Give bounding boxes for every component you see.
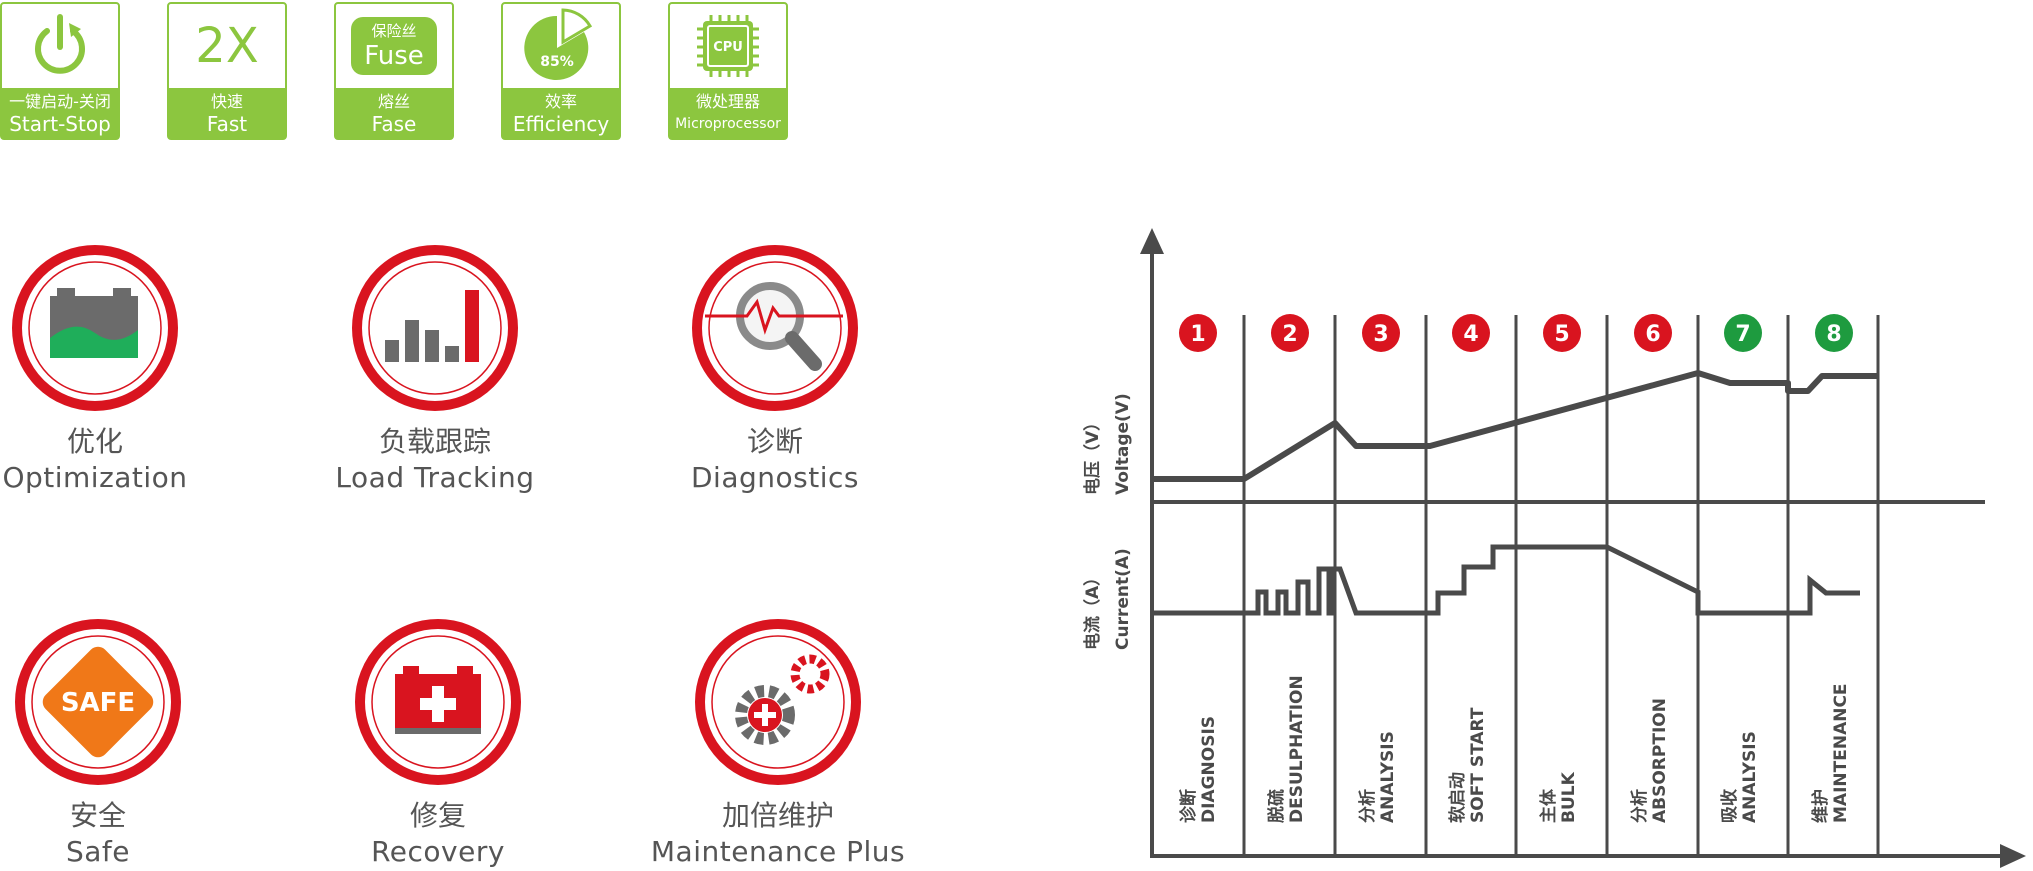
- fuse-icon-text-en: Fuse: [364, 41, 424, 71]
- stage-label-cn: 软启动: [1447, 772, 1468, 823]
- current-curve: [1152, 544, 1860, 616]
- feature-label-cn: 修复: [409, 799, 466, 832]
- stage-label-en: MAINTENANCE: [1831, 683, 1851, 823]
- stage-number-7: 7: [1724, 314, 1762, 352]
- bar-chart-icon: [352, 245, 518, 411]
- badge-label-en: Start-Stop: [9, 112, 111, 136]
- stage-number-3: 3: [1362, 314, 1400, 352]
- stage-number-6: 6: [1634, 314, 1672, 352]
- svg-text:3: 3: [1373, 322, 1388, 347]
- svg-text:5: 5: [1554, 322, 1569, 347]
- svg-text:8: 8: [1826, 322, 1841, 347]
- stage-label-en: BULK: [1559, 771, 1579, 823]
- feature-label-en: Diagnostics: [691, 461, 859, 494]
- voltage-label-cn: 电压（V）: [1082, 414, 1103, 495]
- svg-text:4: 4: [1463, 322, 1478, 347]
- stage-label-en: DESULPHATION: [1287, 675, 1307, 823]
- feature-label-cn: 负载跟踪: [378, 425, 491, 458]
- svg-text:1: 1: [1190, 322, 1205, 347]
- current-label-cn: 电流（A）: [1082, 569, 1103, 650]
- svg-text:2: 2: [1282, 322, 1297, 347]
- stage-label-en: ANALYSIS: [1740, 731, 1760, 823]
- cpu-icon: CPU: [697, 15, 759, 77]
- horizontal-axis-arrow: [2000, 844, 2026, 868]
- feature-label-cn: 诊断: [746, 425, 803, 458]
- safe-diamond-text: SAFE: [61, 688, 135, 718]
- feature-label-en: Load Tracking: [335, 461, 535, 494]
- stage-number-2: 2: [1271, 314, 1309, 352]
- badge-label-cn: 快速: [210, 92, 243, 111]
- badge-label-cn: 一键启动-关闭: [9, 92, 111, 111]
- cpu-icon-text: CPU: [713, 40, 743, 55]
- svg-text:7: 7: [1735, 322, 1750, 347]
- magnifier-pulse-icon: [692, 245, 858, 411]
- safe-diamond-icon: SAFE: [15, 619, 181, 785]
- feature-label-en: Maintenance Plus: [650, 835, 906, 868]
- fuse-icon-text-cn: 保险丝: [371, 22, 417, 40]
- charging-stages-diagram: 电压（V） Voltage(V) 电流（A） Current(A) 1 2 3 …: [1082, 228, 2026, 868]
- feature-label-en: Safe: [65, 835, 130, 868]
- battery-optimization-icon: [12, 245, 178, 411]
- feature-safe: SAFE 安全 Safe: [0, 612, 248, 870]
- feature-maintenance-plus: 加倍维护 Maintenance Plus: [628, 612, 928, 870]
- battery-plus-icon: [355, 619, 521, 785]
- svg-text:6: 6: [1645, 322, 1660, 347]
- stage-number-5: 5: [1543, 314, 1581, 352]
- stage-label-cn: 维护: [1810, 789, 1831, 823]
- stage-number-4: 4: [1452, 314, 1490, 352]
- fuse-icon: 保险丝 Fuse: [351, 17, 437, 75]
- feature-optimization: 优化 Optimization: [0, 238, 245, 496]
- badge-label-cn: 微处理器: [695, 92, 760, 111]
- badge-label-en: Microprocessor: [675, 116, 781, 132]
- stage-label-cn: 诊断: [1178, 789, 1199, 823]
- badge-label-cn: 熔丝: [377, 92, 410, 111]
- stage-label-cn: 分析: [1629, 789, 1650, 823]
- stage-label-en: DIAGNOSIS: [1199, 716, 1219, 823]
- feature-label-cn: 优化: [66, 425, 123, 458]
- voltage-curve: [1152, 370, 1878, 482]
- stage-number-1: 1: [1179, 314, 1217, 352]
- badge-label-en: Fase: [371, 112, 417, 136]
- stage-label-en: SOFT START: [1468, 707, 1488, 823]
- speed-2x-icon: 2X: [195, 18, 259, 74]
- efficiency-pie-text: 85%: [540, 54, 574, 70]
- feature-load-tracking: 负载跟踪 Load Tracking: [285, 238, 585, 496]
- feature-label-en: Optimization: [2, 461, 188, 494]
- stage-label-en: ABSORPTION: [1650, 698, 1670, 823]
- stage-dividers: [1242, 315, 1880, 856]
- feature-recovery: 修复 Recovery: [288, 612, 588, 870]
- stage-number-8: 8: [1815, 314, 1853, 352]
- feature-diagnostics: 诊断 Diagnostics: [625, 238, 925, 496]
- feature-label-cn: 安全: [69, 799, 126, 832]
- stage-label-cn: 分析: [1357, 789, 1378, 823]
- gears-plus-icon: [695, 619, 861, 785]
- voltage-label-en: Voltage(V): [1113, 393, 1133, 495]
- power-icon: [35, 14, 85, 74]
- badge-label-en: Efficiency: [512, 112, 610, 136]
- stage-label-cn: 主体: [1538, 788, 1559, 823]
- stage-label-en: ANALYSIS: [1378, 731, 1398, 823]
- vertical-axis-arrow: [1140, 228, 1164, 254]
- feature-label-en: Recovery: [371, 835, 505, 868]
- current-label-en: Current(A): [1113, 548, 1133, 650]
- badge-microprocessor: CPU 微处理器 Microprocessor: [668, 2, 788, 140]
- efficiency-pie-icon: 85%: [524, 8, 593, 80]
- stage-label-cn: 脱硫: [1266, 789, 1287, 823]
- feature-label-cn: 加倍维护: [721, 799, 834, 832]
- badge-label-cn: 效率: [544, 92, 577, 111]
- stage-label-cn: 吸收: [1719, 789, 1740, 823]
- badge-label-en: Fast: [206, 112, 248, 136]
